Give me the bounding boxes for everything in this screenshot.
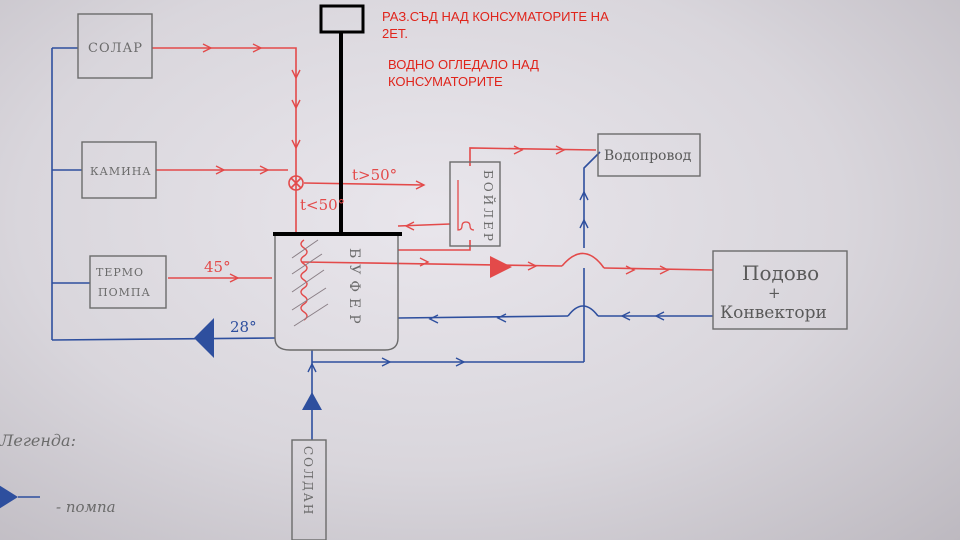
water-level-note-line-2: КОНСУМАТОРИТЕ: [388, 74, 503, 89]
soldan-pump-icon: [302, 392, 322, 410]
boiler-coil: [457, 180, 475, 231]
heatpump-label-1: ТЕРМО: [96, 266, 144, 279]
legend-title: Легенда:: [0, 431, 76, 450]
return-arrows: [307, 190, 665, 373]
expansion-note-line-2: 2ЕТ.: [382, 26, 409, 41]
boiler-box: [449, 161, 501, 247]
water-main-box: [597, 133, 701, 177]
legend-pump-label: - помпа: [56, 498, 116, 516]
solar-label: СОЛАР: [88, 41, 143, 56]
soldan-label: СОЛДАН: [301, 446, 315, 516]
fireplace-box: [81, 141, 157, 199]
water-level-note-line-1: ВОДНО ОГЛЕДАЛО НАД: [388, 57, 539, 72]
floor-convectors-box: [712, 250, 848, 330]
heatpump-box: [89, 255, 167, 309]
buffer-coil: [300, 239, 308, 321]
legend-pump-icon: [0, 485, 18, 509]
buffer-hatching: [291, 239, 329, 327]
solar-box: [77, 13, 153, 79]
expansion-note-line-1: РАЗ.СЪД НАД КОНСУМАТОРИТЕ НА: [382, 9, 609, 24]
fireplace-label: КАМИНА: [90, 165, 152, 178]
boiler-label: БОЙЛЕР: [481, 170, 497, 244]
temp-45-label: 45°: [204, 258, 231, 276]
expansion-vessel: [273, 4, 402, 236]
buffer-tank: [274, 234, 399, 351]
return-pump-icon: [194, 318, 214, 358]
temp-gt50-label: t>50°: [352, 166, 397, 184]
floor-label-plus: +: [768, 284, 781, 302]
supply-pump-icon: [490, 256, 512, 278]
supply-arrows: [202, 43, 670, 283]
expansion-vessel-note: РАЗ.СЪД НАД КОНСУМАТОРИТЕ НА 2ЕТ.: [382, 8, 609, 42]
legend: Легенда: - помпа: [0, 431, 116, 516]
heatpump-label-2: ПОМПА: [98, 286, 151, 299]
floor-label-1: Подово: [742, 261, 819, 285]
temp-28-label: 28°: [230, 318, 257, 336]
water-level-note: ВОДНО ОГЛЕДАЛО НАД КОНСУМАТОРИТЕ: [388, 56, 539, 90]
supply-pipes: [152, 47, 714, 279]
buffer-label: БУФЕР: [346, 248, 362, 330]
water-main-label: Водопровод: [604, 148, 692, 164]
temp-lt50-label: t<50°: [300, 196, 345, 214]
return-pipes: [51, 47, 713, 440]
floor-label-2: Конвектори: [720, 303, 827, 323]
soldan-box: [291, 439, 327, 540]
